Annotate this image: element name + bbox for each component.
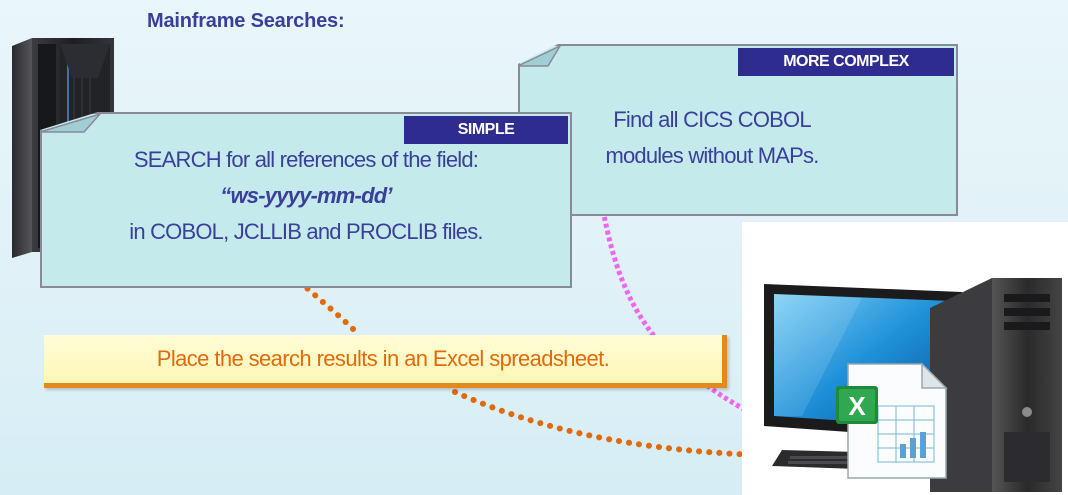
field-name: “ws-yyyy-mm-dd’	[220, 183, 392, 208]
note-fold-corner	[518, 44, 562, 67]
desktop-computer-icon	[742, 222, 1068, 495]
more-complex-line-1: Find all CICS COBOL	[613, 107, 811, 132]
excel-banner: Place the search results in an Excel spr…	[44, 335, 727, 388]
simple-line-1: SEARCH for all references of the field:	[133, 147, 479, 172]
orange-connector-upper	[297, 279, 363, 339]
banner-text: Place the search results in an Excel spr…	[156, 346, 610, 371]
more-complex-text: Find all CICS COBOL modules without MAPs…	[562, 102, 862, 174]
simple-note: SIMPLE SEARCH for all references of the …	[40, 112, 572, 288]
more-complex-tag: MORE COMPLEX	[738, 48, 954, 76]
page-title: Mainframe Searches:	[147, 10, 345, 32]
simple-text: SEARCH for all references of the field: …	[42, 142, 570, 250]
more-complex-note: MORE COMPLEX Find all CICS COBOL modules…	[518, 44, 958, 216]
note-fold-corner	[40, 112, 102, 133]
simple-tag: SIMPLE	[404, 116, 568, 144]
excel-spreadsheet-icon: X	[836, 362, 948, 479]
svg-text:X: X	[848, 391, 866, 421]
more-complex-line-2: modules without MAPs.	[605, 143, 819, 168]
simple-line-3: in COBOL, JCLLIB and PROCLIB files.	[129, 219, 483, 244]
orange-connector-lower	[452, 389, 838, 460]
